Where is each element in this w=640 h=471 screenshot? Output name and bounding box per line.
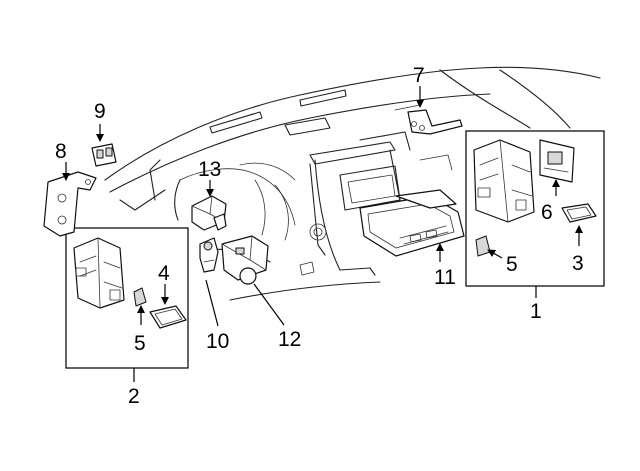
cover-part-3: [561, 203, 597, 223]
body-control-module-left: [73, 237, 125, 309]
bracket-part-8: [43, 171, 97, 237]
callout-2: 2: [128, 385, 140, 408]
cover-part-4: [149, 305, 187, 329]
callout-7: 7: [413, 64, 425, 87]
leader-10: [205, 279, 219, 327]
module-part-13: [191, 195, 227, 231]
body-control-module-right: [473, 139, 535, 223]
leader-12: [253, 283, 285, 326]
switch-part-9: [91, 143, 117, 167]
callout-labels: 1 2 3 4 5 5 6 7 8 9 10 11 12 13: [55, 64, 584, 408]
callout-3: 3: [572, 252, 584, 275]
callout-1: 1: [530, 300, 542, 323]
group-box-2: [65, 227, 189, 369]
glove-box-part-11: [359, 189, 465, 257]
callout-9: 9: [94, 100, 106, 123]
leader-lines: [62, 86, 583, 382]
relay-part-5-left: [133, 287, 147, 307]
callout-12: 12: [278, 328, 301, 351]
callout-8: 8: [55, 140, 67, 163]
callout-5-right: 5: [506, 253, 518, 276]
relay-part-5-right: [475, 235, 491, 257]
callout-4: 4: [158, 262, 170, 285]
control-unit-part-6: [539, 139, 575, 183]
callout-6: 6: [541, 201, 553, 224]
callout-10: 10: [206, 330, 229, 353]
group-box-1: [465, 130, 605, 287]
arrow-icon: [487, 249, 503, 259]
bracket-part-7: [407, 109, 463, 135]
dashboard-outline: [104, 66, 601, 301]
callout-13: 13: [198, 158, 221, 181]
callout-5-left: 5: [134, 332, 146, 355]
sensor-part-10: [199, 237, 219, 273]
callout-11: 11: [434, 266, 456, 289]
module-part-12: [221, 235, 269, 285]
